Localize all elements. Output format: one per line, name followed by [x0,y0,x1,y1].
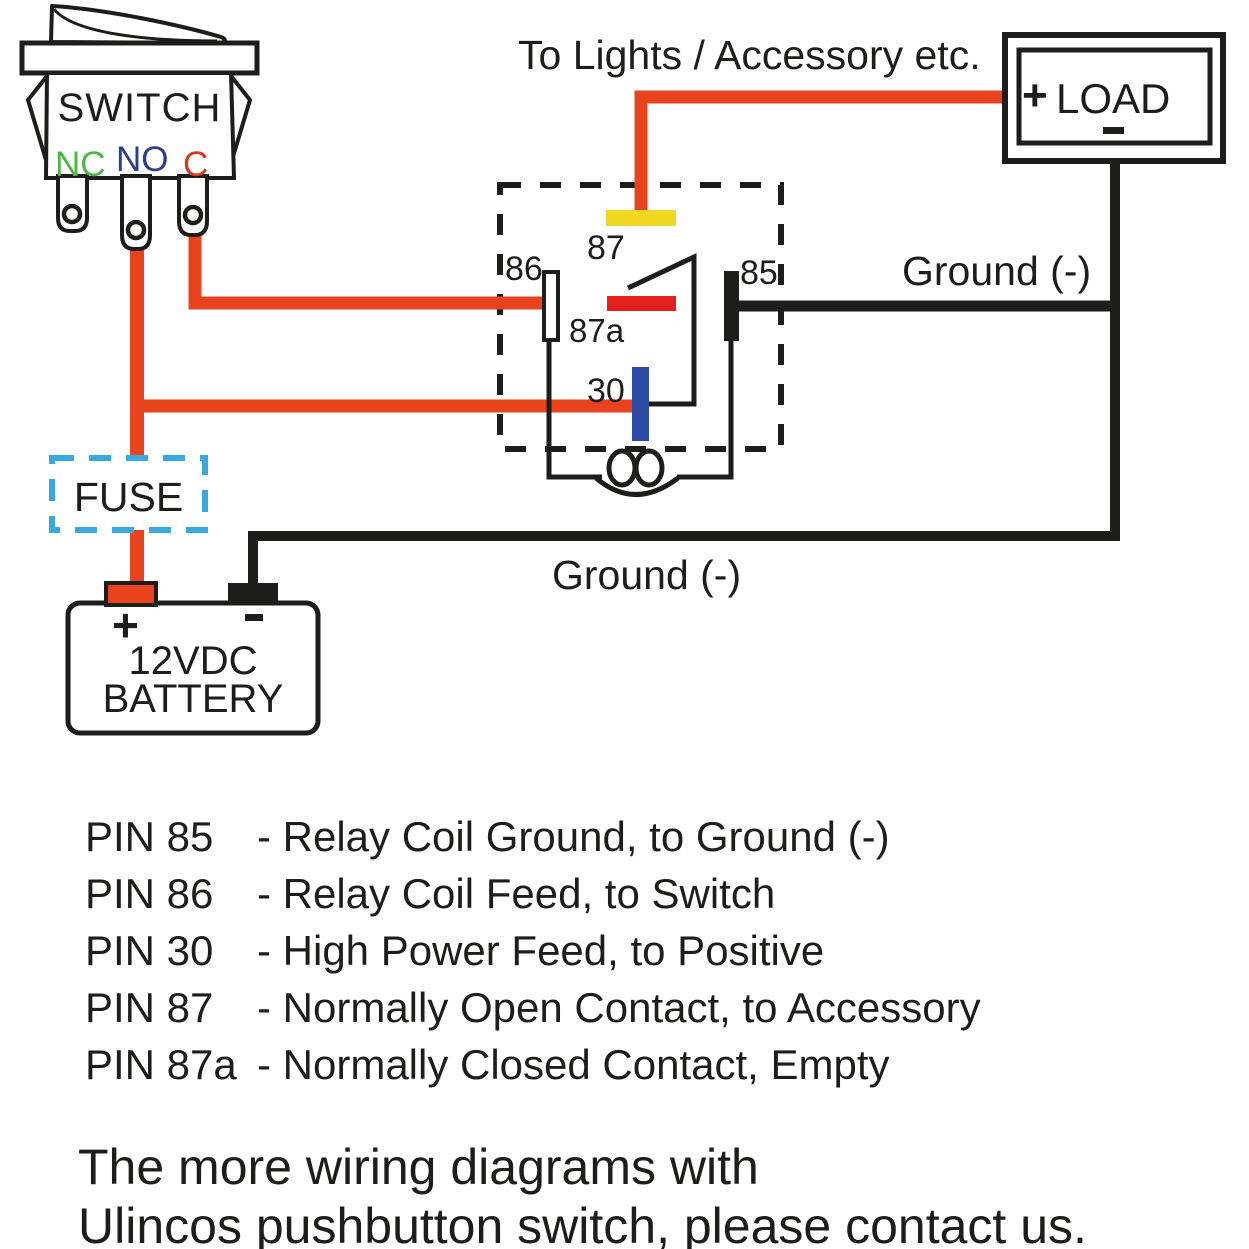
relay-coil-loop-2 [633,448,665,488]
relay-armature [626,253,697,407]
relay-pin-86-label: 86 [505,250,543,288]
pin-description-row: PIN 87 - Normally Open Contact, to Acces… [85,979,981,1036]
wire-load-ground-to-battery-negative [248,158,1120,586]
switch-label-c: C [183,145,209,184]
battery-minus-mark [245,614,263,621]
pin-description-row: PIN 85 - Relay Coil Ground, to Ground (-… [85,808,981,865]
relay-coil-underarc [594,476,680,497]
pin-desc: - Relay Coil Feed, to Switch [257,869,776,917]
switch-title: SWITCH [57,86,222,130]
pin-description-row: PIN 30 - High Power Feed, to Positive [85,922,981,979]
relay-coil-loop-1 [606,448,638,488]
battery-body [65,600,321,736]
pin-description-row: PIN 86 - Relay Coil Feed, to Switch [85,865,981,922]
battery-voltage: 12VDC [128,639,258,683]
to-lights-annotation: To Lights / Accessory etc. [518,32,981,78]
relay-pin-87-label: 87 [587,229,625,267]
terminal-hole-c [182,204,204,226]
battery-negative-terminal [228,583,278,605]
load-label: LOAD [1056,75,1171,122]
pin-id: PIN 85 [85,812,214,860]
pin-desc: - Relay Coil Ground, to Ground (-) [257,812,890,860]
pin85-terminal-bar [724,271,739,341]
footer-line-2: Ulincos pushbutton switch, please contac… [78,1198,1087,1249]
load-box-inner [1016,47,1213,146]
footer-note: The more wiring diagrams with Ulincos pu… [78,1138,1087,1249]
pin-id: PIN 87a [85,1040,237,1088]
footer-line-1: The more wiring diagrams with [78,1139,759,1195]
pin-desc: - Normally Closed Contact, Empty [257,1040,890,1088]
battery-plus-label: + [112,599,139,651]
pin-description-row: PIN 87a - Normally Closed Contact, Empty [85,1036,981,1093]
pin-id: PIN 30 [85,926,214,974]
terminal-hole-no [125,219,147,241]
relay-pin-30-label: 30 [587,372,625,410]
pin-id: PIN 86 [85,869,214,917]
relay-coil-lead-86 [546,338,602,480]
fuse-label: FUSE [73,474,184,520]
relay-coil-lead-85 [677,341,734,480]
switch-body [43,71,237,180]
switch-label-nc: NC [55,145,106,184]
fuse-dashed-box [49,455,208,533]
ground-mid-annotation: Ground (-) [552,552,742,598]
switch-label-no: NO [116,140,169,179]
pin87-contact-bar [606,210,676,226]
pin-description-list: PIN 85 - Relay Coil Ground, to Ground (-… [85,808,981,1093]
battery-text: 12VDC BATTERY [68,639,318,721]
pin-id: PIN 87 [85,983,214,1031]
pin86-terminal-bar [542,270,560,342]
load-plus-label: + [1022,71,1048,120]
relay-pin-87a-label: 87a [569,312,625,349]
wire-pin87-to-load [634,90,1010,214]
wire-switch-c-to-pin86 [188,224,552,310]
battery-positive-terminal [104,581,158,607]
pin87a-contact-bar [607,296,676,311]
pin-desc: - Normally Open Contact, to Accessory [257,983,981,1031]
load-box-outer [1002,32,1226,164]
ground-right-annotation: Ground (-) [902,248,1092,294]
battery-word: BATTERY [102,677,284,721]
pin-desc: - High Power Feed, to Positive [257,926,825,974]
terminal-hole-nc [61,203,83,225]
pin30-terminal-bar [632,367,649,441]
load-minus-mark [1103,127,1124,134]
switch-bezel [19,40,260,76]
relay-pin-85-label: 85 [740,254,778,292]
